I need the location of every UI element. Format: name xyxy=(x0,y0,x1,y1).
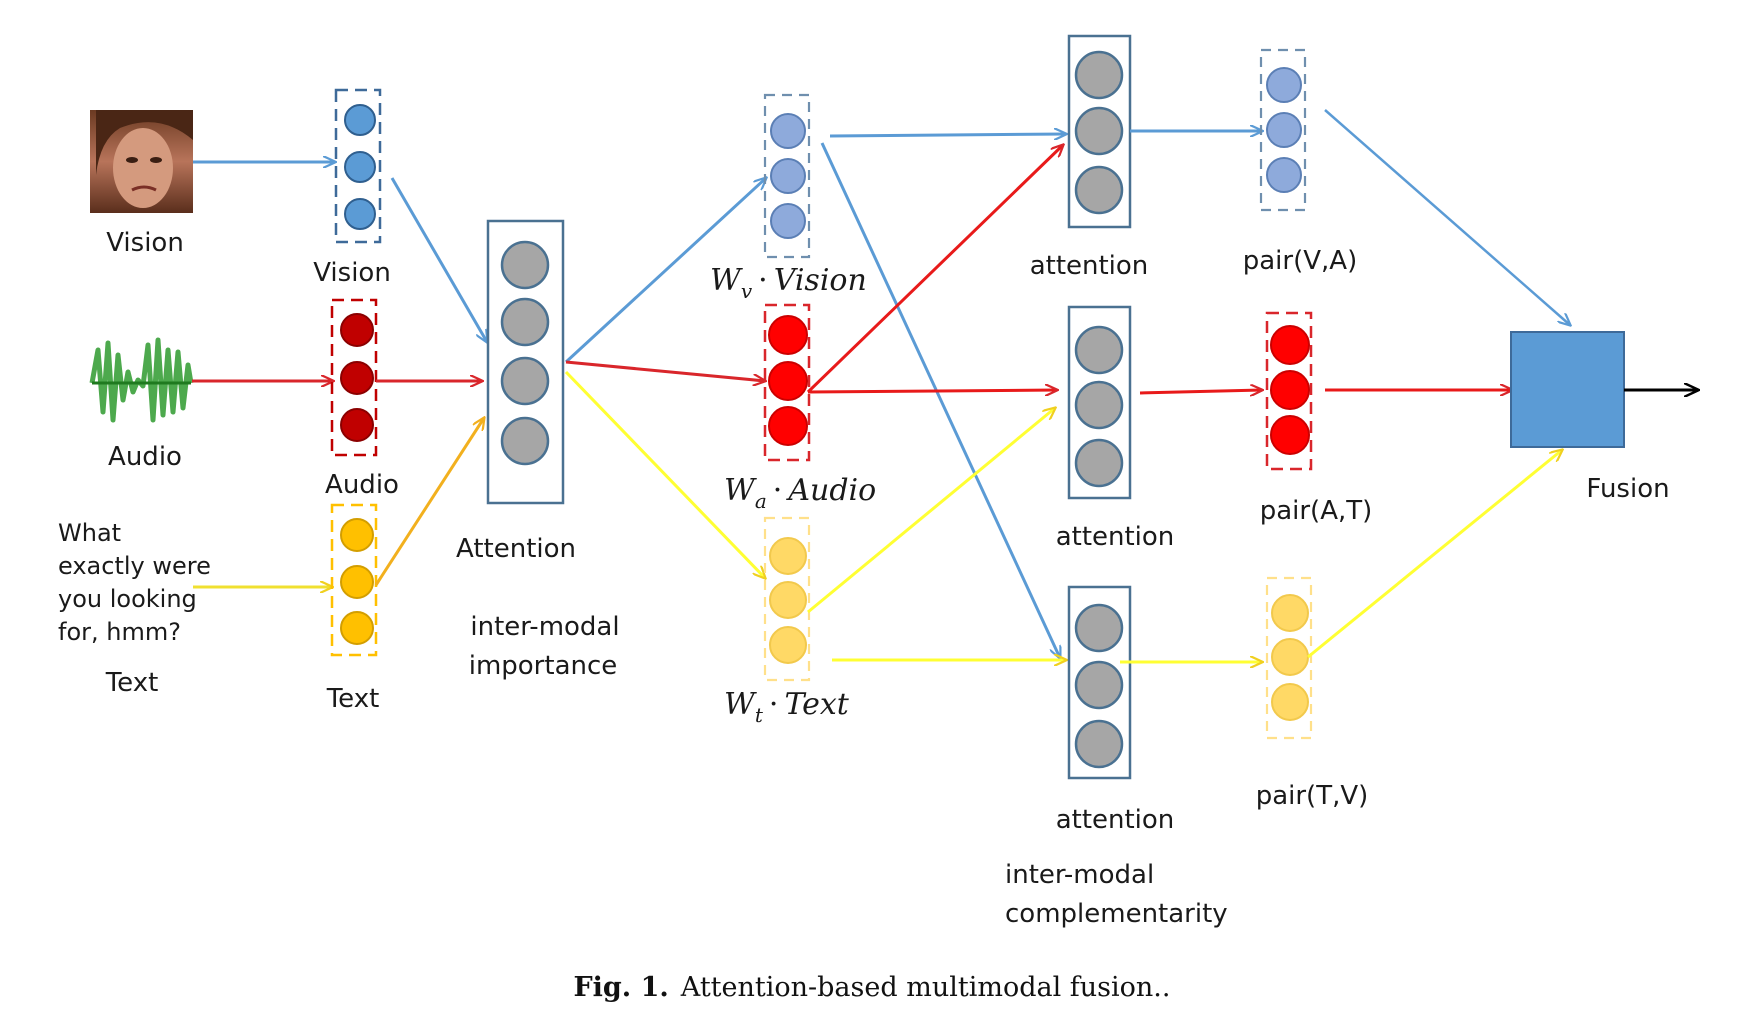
attention-block-label: Attention xyxy=(456,534,576,564)
wvision-to-top-attention-arrow xyxy=(829,134,1066,136)
pair-at-node xyxy=(1270,370,1310,410)
weighted-text-vector xyxy=(763,516,811,682)
pair-at-vector xyxy=(1265,311,1313,471)
text-node xyxy=(340,565,374,599)
pair-va-vector xyxy=(1259,48,1307,212)
pair-tv-vector xyxy=(1265,576,1313,740)
vision-to-attention-arrow xyxy=(390,177,487,342)
attention-to-wvision-arrow xyxy=(564,178,766,364)
weighted-vision-label: Wv·Vision xyxy=(710,263,867,303)
pair-attention-node xyxy=(1074,325,1124,375)
pair-attention-node xyxy=(1074,438,1124,488)
utterance-line: you looking xyxy=(58,585,197,613)
audio-encoder xyxy=(330,298,378,457)
text-encoder xyxy=(330,503,378,657)
pair-va-to-fusion-arrow xyxy=(1324,109,1570,325)
pair-va-node xyxy=(1266,112,1302,148)
pair-attention-bottom-label: attention xyxy=(1056,805,1175,835)
weighted-vision-vector xyxy=(763,93,811,259)
pair-attention-node xyxy=(1074,106,1124,156)
audio-node xyxy=(340,408,374,442)
weighted-vision-node xyxy=(770,203,806,239)
pair-va-node xyxy=(1266,67,1302,103)
importance-caption-line: importance xyxy=(469,651,618,681)
text-input-label: Text xyxy=(105,668,159,698)
attention-node xyxy=(500,416,550,466)
pair-attention-middle xyxy=(1067,305,1132,500)
weighted-vision-node xyxy=(770,113,806,149)
pair-attention-node xyxy=(1074,603,1124,653)
vision-encoder xyxy=(334,88,382,244)
weighted-text-node xyxy=(769,537,807,575)
vision-node xyxy=(344,198,376,230)
fusion-label: Fusion xyxy=(1586,474,1669,504)
waudio-to-mid-attention-arrow xyxy=(807,390,1057,392)
weighted-audio-label: Wa·Audio xyxy=(724,473,876,513)
vision-node xyxy=(344,104,376,136)
text-to-attention-arrow xyxy=(374,418,484,586)
weighted-vision-node xyxy=(770,158,806,194)
weighted-text-node xyxy=(769,626,807,664)
vision-input-label: Vision xyxy=(106,228,184,258)
audio-node xyxy=(340,313,374,347)
pair-at-node xyxy=(1270,415,1310,455)
utterance-line: for, hmm? xyxy=(58,618,181,646)
pair-tv-node xyxy=(1271,638,1309,676)
pair-tv-node xyxy=(1271,683,1309,721)
audio-waveform-icon xyxy=(89,335,194,430)
vision-node xyxy=(344,151,376,183)
complementarity-caption-line: complementarity xyxy=(1005,899,1228,929)
pair-attention-node xyxy=(1074,50,1124,100)
weighted-text-node xyxy=(769,581,807,619)
pair-at-label: pair(A,T) xyxy=(1260,496,1373,526)
pair-attention-top xyxy=(1067,34,1132,229)
text-utterance: What exactly were you looking for, hmm? xyxy=(58,519,211,646)
pair-tv-label: pair(T,V) xyxy=(1256,781,1369,811)
weighted-audio-node xyxy=(768,361,808,401)
pair-tv-node xyxy=(1271,594,1309,632)
fusion-box xyxy=(1510,331,1625,448)
weighted-text-label: Wt·Text xyxy=(724,687,850,727)
weighted-audio-node xyxy=(768,315,808,355)
attention-node xyxy=(500,297,550,347)
attention-node xyxy=(500,240,550,290)
weighted-audio-vector xyxy=(763,303,811,462)
pair-va-label: pair(V,A) xyxy=(1243,246,1357,276)
pair-attention-node xyxy=(1074,719,1124,769)
text-encoder-label: Text xyxy=(326,684,380,714)
attention-block xyxy=(486,219,565,505)
pair-attention-node xyxy=(1074,660,1124,710)
pair-attention-bottom xyxy=(1067,585,1132,780)
wvision-to-bottom-attention-arrow xyxy=(820,142,1060,658)
attention-to-wtext-arrow xyxy=(564,370,765,578)
pair-va-node xyxy=(1266,157,1302,193)
vision-input-image xyxy=(90,110,193,213)
utterance-line: exactly were xyxy=(58,552,211,580)
waudio-to-top-attention-arrow xyxy=(806,145,1063,394)
audio-encoder-label: Audio xyxy=(325,470,399,500)
pair-attention-node xyxy=(1074,165,1124,215)
weighted-audio-node xyxy=(768,406,808,446)
audio-input-label: Audio xyxy=(108,442,182,472)
text-node xyxy=(340,611,374,645)
vision-encoder-label: Vision xyxy=(313,258,391,288)
pair-attention-node xyxy=(1074,380,1124,430)
pair-tv-to-fusion-arrow xyxy=(1307,450,1562,659)
audio-node xyxy=(340,361,374,395)
mid-attention-to-pair-at-arrow xyxy=(1139,390,1262,393)
wtext-to-mid-attention-arrow xyxy=(807,408,1055,614)
attention-to-waudio-arrow xyxy=(565,360,765,381)
pair-attention-top-label: attention xyxy=(1030,251,1149,281)
utterance-line: What xyxy=(58,519,121,547)
text-node xyxy=(340,518,374,552)
figure-caption: Fig. 1.Attention-based multimodal fusion… xyxy=(574,972,1171,1003)
pair-attention-middle-label: attention xyxy=(1056,522,1175,552)
pair-at-node xyxy=(1270,325,1310,365)
complementarity-caption-line: inter-modal xyxy=(1005,860,1154,890)
attention-node xyxy=(500,356,550,406)
importance-caption-line: inter-modal xyxy=(470,612,619,642)
